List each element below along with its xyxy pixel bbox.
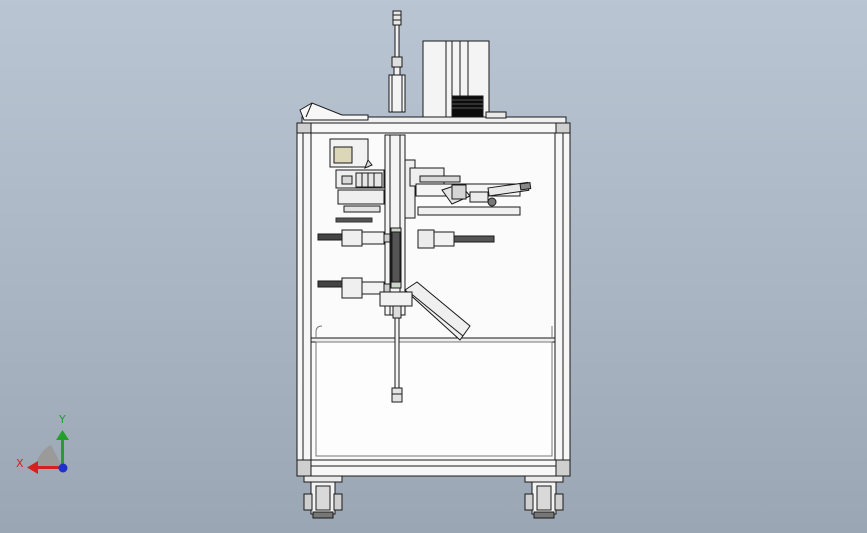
top-left-tray — [299, 102, 369, 121]
central-vertical-column — [384, 134, 416, 316]
angled-chute — [379, 281, 471, 341]
z-axis-dot — [58, 463, 68, 473]
x-axis-arrow — [36, 466, 63, 469]
orientation-triad[interactable] — [27, 430, 69, 474]
top-enclosure-box — [422, 40, 490, 122]
right-cylinder — [417, 229, 495, 249]
top-plate-block — [485, 111, 507, 119]
upper-left-bracket — [329, 138, 385, 223]
left-caster — [303, 475, 343, 519]
triad-y-label: Y — [59, 413, 66, 426]
y-axis-arrow — [61, 438, 64, 468]
lower-actuator-rod — [391, 317, 403, 403]
triad-base-wedge — [36, 445, 63, 468]
left-cylinder-lower — [317, 277, 391, 299]
right-caster — [524, 475, 564, 519]
upper-right-slide-assembly — [409, 167, 532, 216]
triad-x-label: X — [16, 457, 24, 470]
left-cylinder-upper — [317, 229, 391, 247]
top-actuator-rod — [388, 10, 406, 113]
